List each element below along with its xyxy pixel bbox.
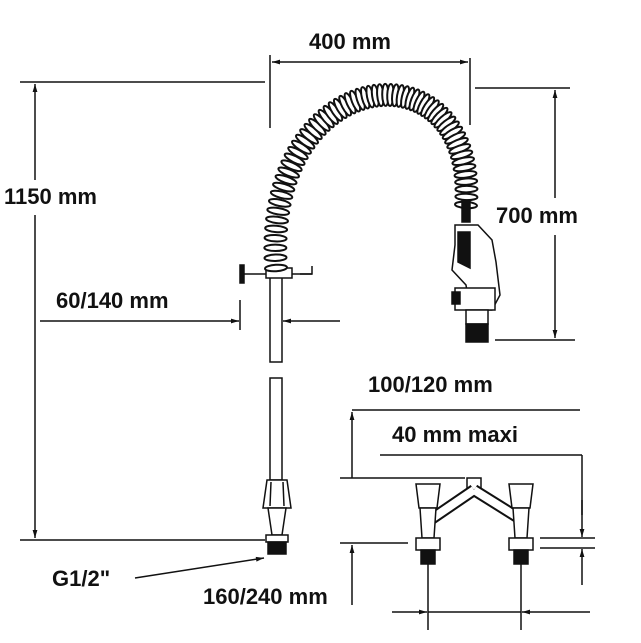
spring-coil-turn [265,215,289,225]
spring-coil-turn [269,189,294,200]
label-1150mm: 1150 mm [4,184,97,209]
spring-coil-turn [454,177,479,186]
label-60-140mm: 60/140 mm [56,288,169,313]
label-160-240mm: 160/240 mm [203,584,328,609]
spring-coil-turn [266,206,291,216]
dimension-60-140 [40,300,340,330]
spring-coil-turn [263,243,288,253]
dimension-100-120 [340,409,580,605]
spring-coil [263,82,479,273]
spring-coil-turn [274,173,298,186]
label-40mm-maxi: 40 mm maxi [392,422,518,447]
spring-coil-turn [263,253,288,262]
spring-coil-turn [454,184,479,194]
dimension-400 [269,55,471,128]
label-400mm: 400 mm [309,29,391,54]
thread-leader [134,556,265,579]
mixer-valves [415,477,534,630]
spray-head [451,199,501,343]
spring-coil-turn [272,181,296,193]
dimension-700 [475,87,575,341]
label-700mm: 700 mm [496,203,578,228]
dimension-1150 [20,81,265,541]
faucet-column [239,264,313,555]
dimension-40-maxi [380,454,595,585]
label-thread: G1/2" [52,566,111,591]
spring-coil-turn [267,198,292,208]
spring-coil-turn [264,224,289,234]
label-100-120mm: 100/120 mm [368,372,493,397]
spring-coil-turn [263,233,288,243]
spring-coil-turn [264,263,288,273]
